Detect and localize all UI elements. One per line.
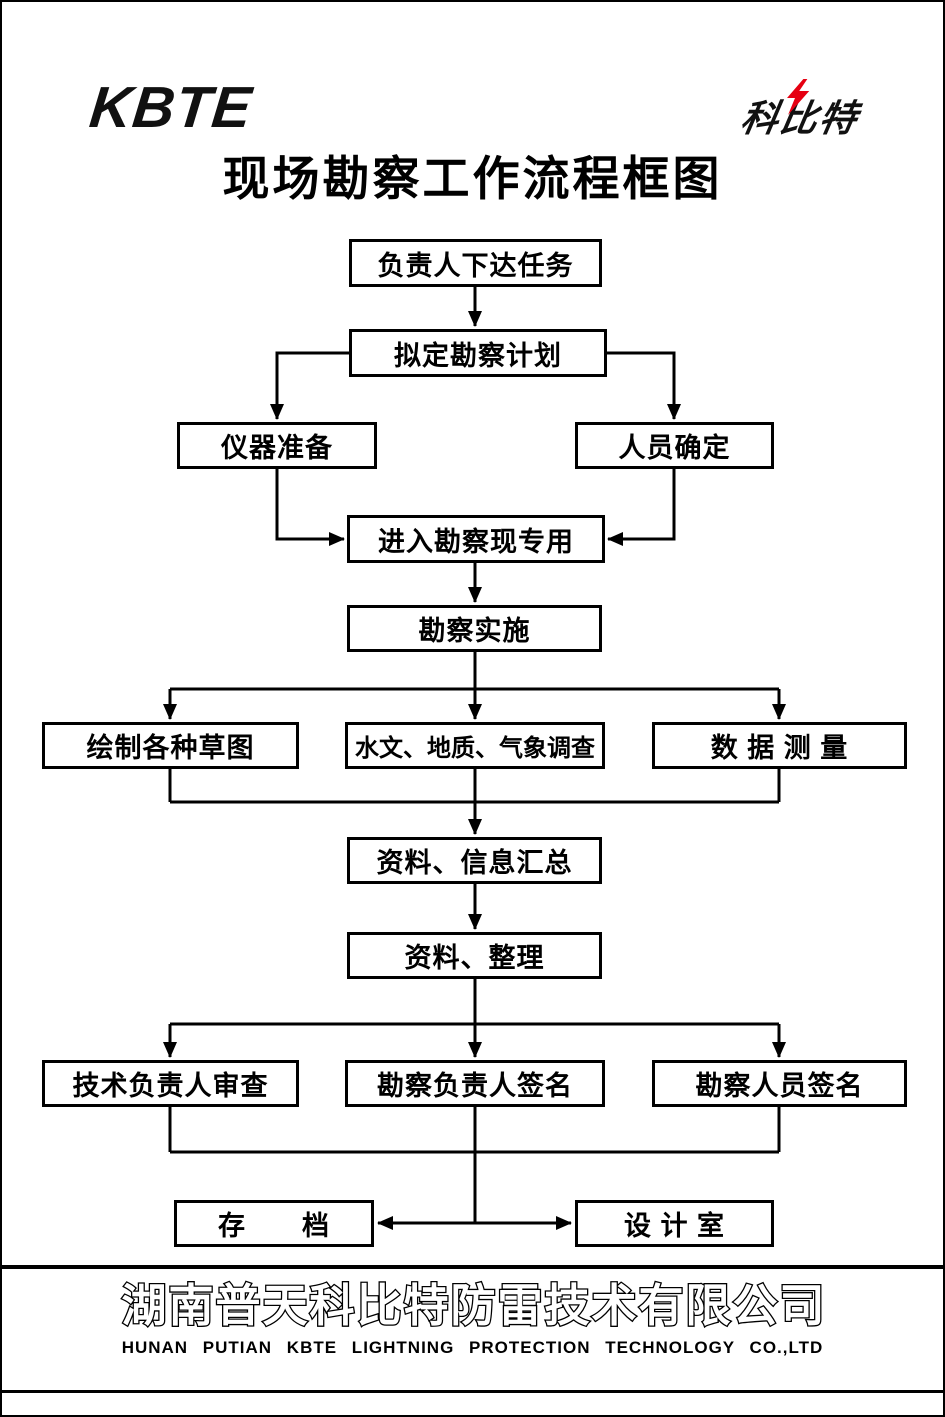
flow-node-assign-task: 负责人下达任务 (349, 239, 602, 287)
flow-node-survey-plan: 拟定勘察计划 (349, 329, 607, 377)
flow-node-personnel-confirm: 人员确定 (575, 422, 774, 469)
flow-node-data-info-summary: 资料、信息汇总 (347, 837, 602, 884)
flow-node-technical-review: 技术负责人审查 (42, 1060, 299, 1107)
company-name-cn-text: 湖南普天科比特防雷技术有限公司 (121, 1280, 826, 1331)
flow-node-hydrology-geology-weather-survey: 水文、地质、气象调查 (345, 722, 605, 769)
flow-node-instrument-prep: 仪器准备 (177, 422, 377, 469)
footer-divider-top (2, 1265, 943, 1269)
flow-node-data-organize: 资料、整理 (347, 932, 602, 979)
flow-node-design-room: 设 计 室 (575, 1200, 774, 1247)
flow-node-survey-implementation: 勘察实施 (347, 605, 602, 652)
lightning-bolt-icon (786, 79, 810, 115)
page-title: 现场勘察工作流程框图 (222, 152, 723, 205)
flow-node-archive: 存 档 (174, 1200, 374, 1247)
flow-node-data-measurement: 数 据 测 量 (652, 722, 907, 769)
flow-node-survey-leader-signature: 勘察负责人签名 (345, 1060, 605, 1107)
kbte-logo: KBTE (86, 75, 256, 140)
flow-node-draw-sketches: 绘制各种草图 (42, 722, 299, 769)
flow-node-enter-site: 进入勘察现专用 (347, 515, 605, 563)
footer-divider-bottom (2, 1390, 943, 1393)
company-name-en: HUNAN PUTIAN KBTE LIGHTNING PROTECTION T… (121, 1338, 824, 1357)
kebite-logo: 科比特 (737, 79, 864, 142)
company-name-cn: 湖南普天科比特防雷技术有限公司 (120, 1279, 826, 1333)
flow-node-survey-staff-signature: 勘察人员签名 (652, 1060, 907, 1107)
